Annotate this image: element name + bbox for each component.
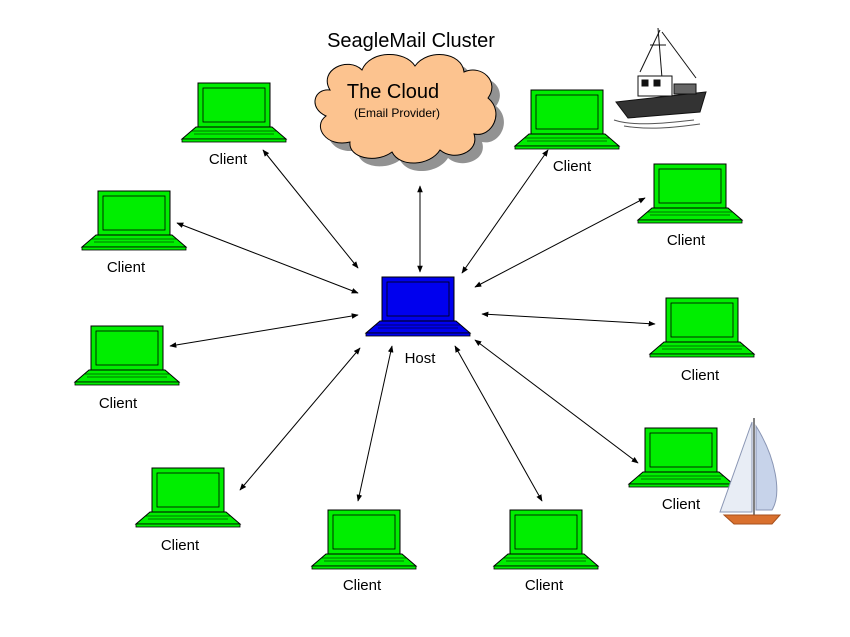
arrow-host-client [239,347,361,491]
client-laptop [73,325,181,386]
client-laptop [80,190,188,251]
client-label: Client [343,577,382,594]
client-laptop [180,82,288,143]
diagram-title: SeagleMail Cluster [327,30,495,52]
arrow-host-client [474,339,639,464]
client-laptop [636,163,744,224]
cloud-title: The Cloud [347,81,439,103]
client-laptop [627,427,735,488]
arrow-host-client [356,345,394,502]
client-label: Client [681,367,720,384]
arrow-host-client [454,345,543,502]
cloud-node: The Cloud (Email Provider) [314,53,504,172]
client-label: Client [161,537,200,554]
fishing-boat-icon [613,27,707,129]
arrow-host-client [169,313,359,348]
client-laptop [310,509,418,570]
host-label: Host [405,350,437,367]
client-label: Client [667,232,706,249]
arrow-host-client [262,149,359,269]
client-label: Client [107,259,146,276]
arrow-host-client [176,222,359,294]
client-label: Client [662,496,701,513]
host-laptop [364,276,472,337]
client-laptop [134,467,242,528]
connections [169,149,656,502]
client-label: Client [525,577,564,594]
client-label: Client [209,151,248,168]
client-laptop [513,89,621,150]
client-laptop [492,509,600,570]
cloud-subtitle: (Email Provider) [354,106,440,120]
arrow-host-client [474,197,646,288]
arrow-host-client [461,149,549,274]
arrow-host-client [481,311,656,327]
client-laptop [648,297,756,358]
client-label: Client [553,158,592,175]
client-label: Client [99,395,138,412]
sailboat-icon [719,418,782,525]
